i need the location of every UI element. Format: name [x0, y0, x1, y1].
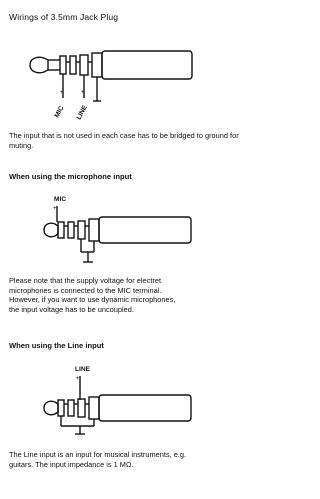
ground-bridge: [60, 416, 95, 435]
mic-note: Please note that the supply voltage for …: [9, 276, 239, 314]
muting-note: The input that is not used in each case …: [9, 131, 239, 150]
ground-bridge: [80, 239, 95, 263]
jack-plug-diagram-mic: MIC +: [43, 196, 192, 263]
mic-plus-sign: +: [60, 90, 64, 96]
line-note: The Line input is an input for musical i…: [9, 450, 239, 469]
line-note-line: guitars. The input impedance is 1 MΩ.: [9, 459, 134, 469]
line-plus-sign: +: [81, 90, 85, 96]
mic-input-label: MIC: [54, 196, 66, 203]
mic-note-line: the input voltage has to be uncoupled.: [9, 304, 134, 314]
line-note-line: The Line input is an input for musical i…: [9, 450, 187, 459]
mic-label: MIC: [54, 105, 66, 119]
jack-plug-body: [29, 50, 193, 80]
line-input-label: LINE: [75, 366, 91, 373]
line-input-plus: +: [76, 376, 80, 382]
mic-section-heading: When using the microphone input: [9, 172, 132, 181]
mic-note-line: microphones is connected to the MIC term…: [9, 285, 162, 295]
wire-leads: [62, 74, 101, 102]
jack-plug-diagram-wirings: + + MIC LINE: [29, 50, 193, 121]
mic-input-plus: +: [53, 206, 57, 212]
mic-note-line: Please note that the supply voltage for …: [9, 276, 162, 285]
line-section-heading: When using the Line input: [9, 341, 104, 350]
jack-plug-body: [43, 206, 192, 244]
line-label: LINE: [76, 104, 90, 121]
jack-plug-diagram-line: LINE +: [43, 366, 192, 435]
jack-plug-body: [43, 376, 192, 422]
mic-note-line: However, if you want to use dynamic micr…: [9, 295, 176, 305]
page-title: Wirings of 3.5mm Jack Plug: [9, 12, 119, 22]
